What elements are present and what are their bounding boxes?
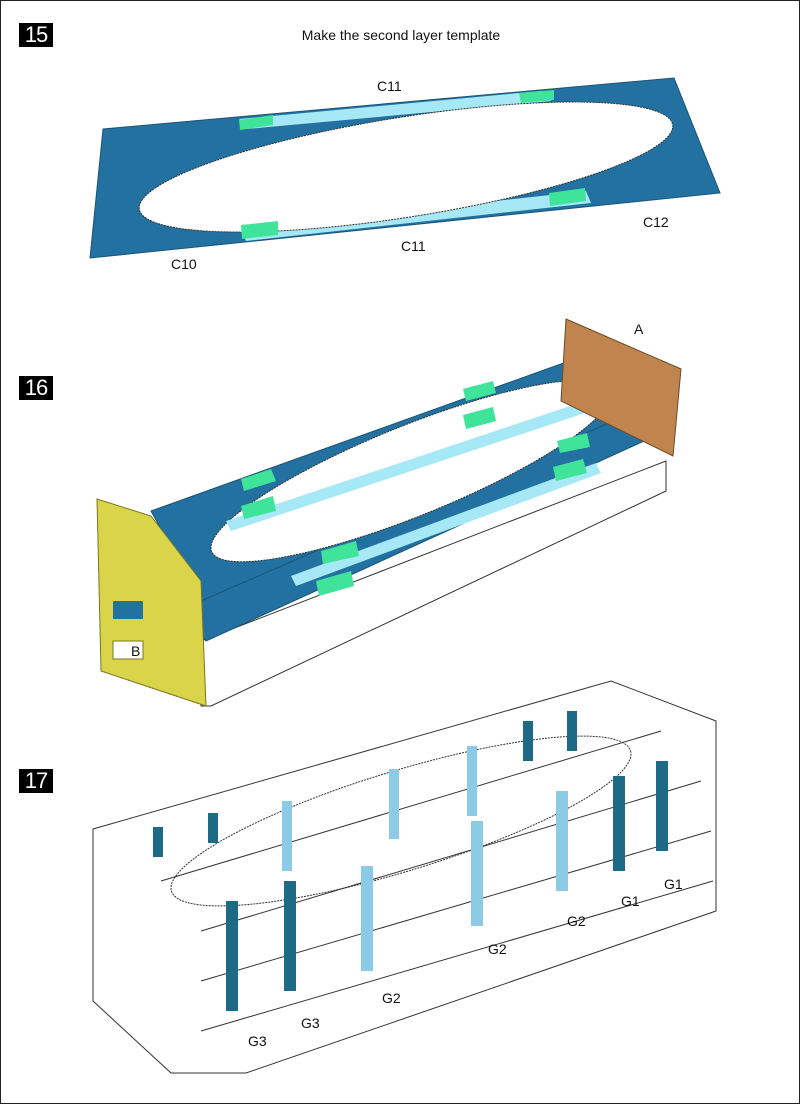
step-16-number: 16 — [19, 376, 53, 400]
fin-g3 — [284, 881, 296, 991]
oval-cutout — [138, 101, 674, 233]
panel-b-window — [113, 601, 143, 619]
label-g2-b: G2 — [488, 941, 507, 957]
fin-g1 — [567, 711, 577, 751]
step-17-number: 17 — [19, 769, 53, 793]
oval-template-edge — [170, 735, 632, 907]
end-panel-a — [560, 318, 682, 457]
step-17-assembly — [92, 680, 717, 1074]
second-layer-template — [89, 77, 721, 259]
green-joint — [553, 459, 587, 481]
step-15-number: 15 — [19, 23, 53, 47]
green-joint — [241, 221, 278, 239]
g1-fins — [523, 711, 668, 871]
frame-edge — [200, 880, 714, 1032]
step-16-assembly — [96, 318, 682, 707]
label-g2-c: G2 — [382, 990, 401, 1006]
label-c11-bottom: C11 — [401, 238, 426, 254]
label-b: B — [131, 643, 140, 659]
label-g1-b: G1 — [621, 893, 640, 909]
fin-g3 — [153, 827, 163, 857]
fin-g1 — [656, 761, 668, 851]
label-g2-a: G2 — [567, 913, 586, 929]
c11-strip — [226, 399, 597, 531]
label-g1-a: G1 — [664, 876, 683, 892]
g2-fins — [282, 746, 568, 971]
fin-g1 — [613, 776, 625, 871]
green-joint — [316, 571, 354, 596]
label-c10: C10 — [171, 256, 197, 272]
green-joint — [549, 188, 586, 206]
step-15-title: Make the second layer template — [301, 27, 501, 43]
g3-fins — [153, 813, 296, 1011]
green-joint — [463, 381, 496, 401]
label-g3-a: G3 — [301, 1015, 320, 1031]
c11-strip — [291, 463, 601, 586]
label-c12: C12 — [643, 214, 669, 230]
green-joint — [463, 407, 496, 429]
green-joint — [241, 469, 276, 491]
green-joint — [321, 541, 359, 564]
white-frame-box — [92, 680, 717, 1074]
panel-b-window — [112, 640, 144, 660]
fin-g3 — [208, 813, 218, 843]
green-joint — [519, 90, 554, 103]
label-a: A — [634, 321, 644, 337]
green-joint — [239, 115, 273, 130]
green-joint — [241, 496, 276, 519]
fin-g2 — [361, 866, 373, 971]
fin-g3 — [226, 901, 238, 1011]
fin-g2 — [467, 746, 477, 816]
fin-g1 — [523, 721, 533, 761]
fin-g2 — [389, 769, 399, 839]
fin-g2 — [556, 791, 568, 891]
label-g3-b: G3 — [248, 1033, 267, 1049]
green-joint — [557, 433, 590, 453]
fin-g2 — [282, 801, 292, 871]
c11-top-strip — [239, 91, 551, 129]
label-c11-top: C11 — [377, 78, 402, 94]
frame-edge — [160, 730, 662, 882]
fin-g2 — [471, 821, 483, 926]
